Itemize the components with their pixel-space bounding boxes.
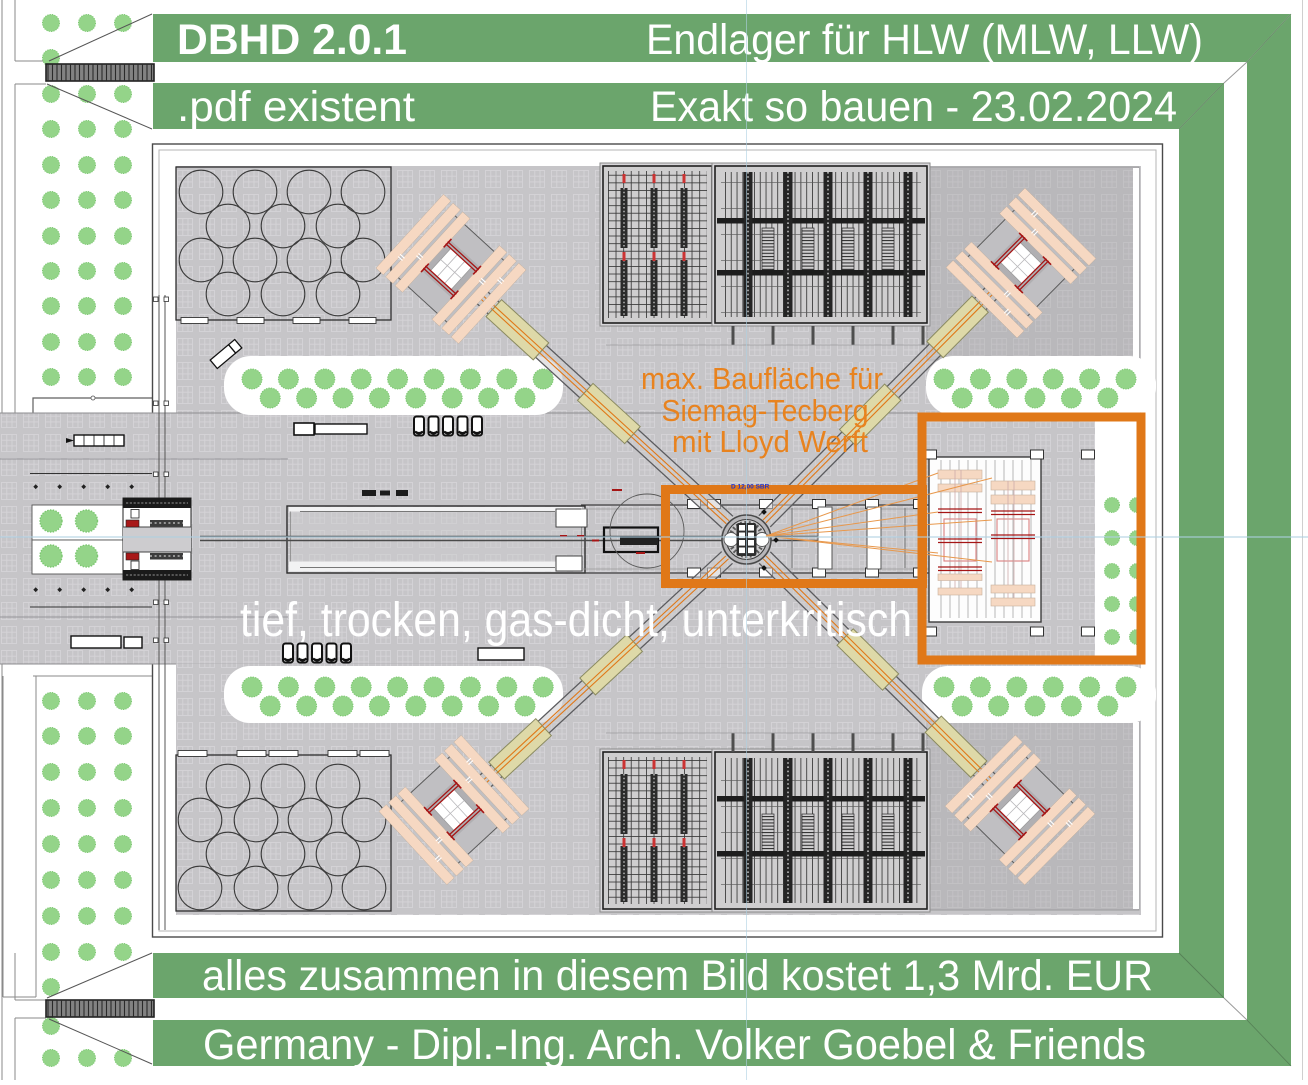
svg-text:max. Baufläche für: max. Baufläche für xyxy=(641,361,883,396)
svg-text:.pdf existent: .pdf existent xyxy=(177,83,415,131)
svg-text:DBHD 2.0.1: DBHD 2.0.1 xyxy=(177,16,407,64)
svg-text:D 12,00 SBR: D 12,00 SBR xyxy=(731,484,770,491)
svg-text:mit Lloyd Werft: mit Lloyd Werft xyxy=(672,424,868,459)
svg-text:Exakt so bauen - 23.02.2024: Exakt so bauen - 23.02.2024 xyxy=(650,83,1177,131)
svg-text:tief, trocken, gas-dicht, unte: tief, trocken, gas-dicht, unterkritisch xyxy=(240,594,912,647)
svg-text:Germany - Dipl.-Ing. Arch. Vol: Germany - Dipl.-Ing. Arch. Volker Goebel… xyxy=(203,1021,1146,1069)
svg-text:Endlager für HLW (MLW, LLW): Endlager für HLW (MLW, LLW) xyxy=(646,16,1203,64)
svg-text:Siemag-Tecberg: Siemag-Tecberg xyxy=(662,393,869,428)
svg-text:alles zusammen in diesem Bild: alles zusammen in diesem Bild kostet 1,3… xyxy=(202,952,1153,1000)
